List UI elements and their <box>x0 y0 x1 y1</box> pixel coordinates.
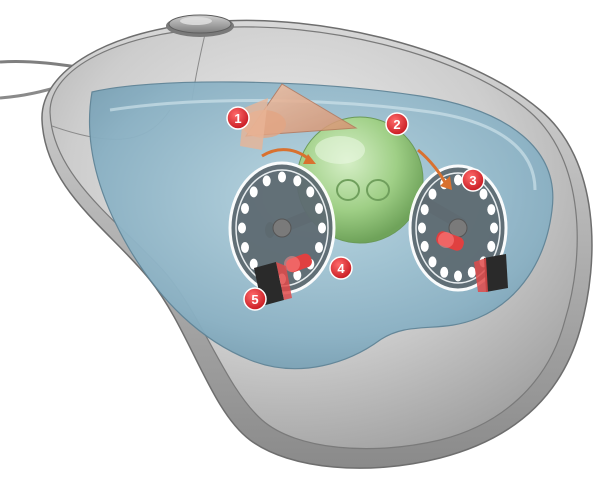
left-encoder-slot <box>293 175 302 187</box>
left-encoder-slot <box>249 186 258 198</box>
right-led <box>436 231 464 251</box>
callout-3-label: 3 <box>469 173 476 188</box>
right-encoder-slot <box>487 204 496 216</box>
left-encoder-slot <box>278 171 286 183</box>
callout-4-label: 4 <box>337 261 345 276</box>
right-encoder-slot <box>490 222 498 234</box>
left-encoder-slot <box>241 242 249 253</box>
left-encoder-slot <box>262 175 271 187</box>
right-encoder-slot <box>454 270 462 282</box>
scroll-wheel-icon <box>166 14 234 37</box>
callout-5-label: 5 <box>251 292 258 307</box>
rotation-arrow-icon <box>303 154 316 164</box>
right-encoder-slot <box>454 174 462 186</box>
right-encoder-slot <box>487 240 496 252</box>
left-encoder-slot <box>293 269 302 281</box>
right-encoder-slot <box>440 266 449 278</box>
callout-5: 5 <box>243 287 267 311</box>
left-encoder-slot <box>315 203 323 214</box>
callout-1-label: 1 <box>234 111 241 126</box>
left-encoder-slot <box>315 242 323 253</box>
left-encoder-slot <box>318 222 326 234</box>
right-encoder-slot <box>467 266 476 278</box>
left-hub <box>272 218 292 238</box>
right-encoder-slot <box>428 256 437 268</box>
right-photosensor <box>474 254 508 292</box>
right-encoder-slot <box>420 240 429 252</box>
left-encoder-slot <box>241 203 249 214</box>
callout-1: 1 <box>226 106 250 130</box>
left-encoder-slot <box>306 186 315 198</box>
left-encoder-slot <box>238 222 246 234</box>
right-encoder-slot <box>479 188 488 200</box>
right-encoder-slot <box>418 222 426 234</box>
right-encoder-slot <box>428 188 437 200</box>
left-encoder-slot <box>249 258 258 270</box>
callout-4: 4 <box>329 256 353 280</box>
callout-2-label: 2 <box>393 117 400 132</box>
callout-2: 2 <box>385 112 409 136</box>
callout-3: 3 <box>461 168 485 192</box>
right-encoder-slot <box>420 204 429 216</box>
window-highlight <box>109 98 537 191</box>
left-led <box>284 253 312 273</box>
rotation-arrow-icon <box>440 176 452 190</box>
